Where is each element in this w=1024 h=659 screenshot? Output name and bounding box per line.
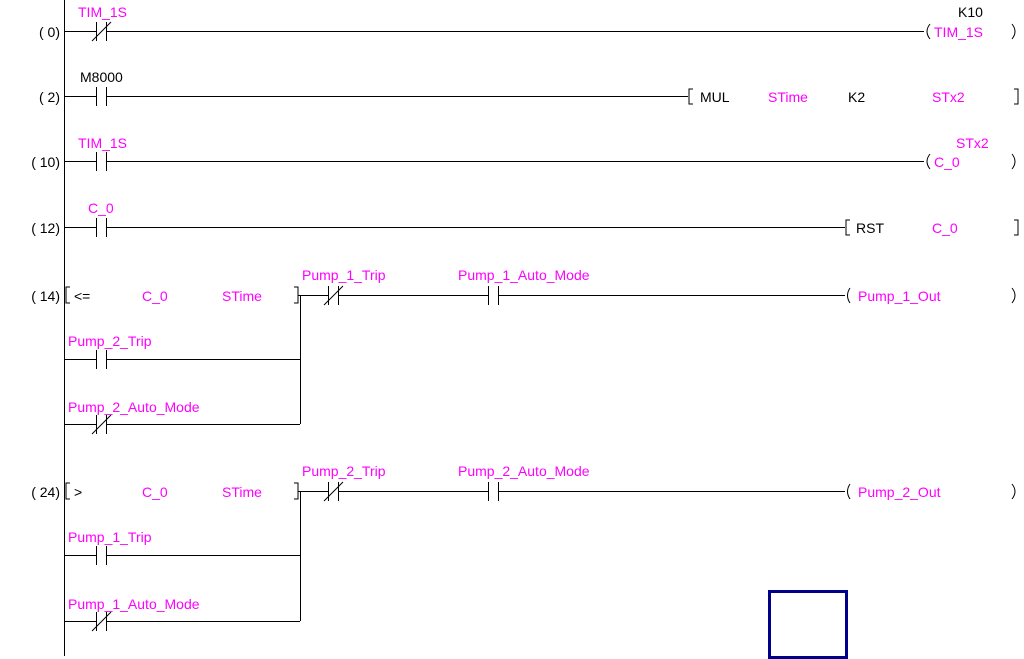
- coil-setting: K10: [958, 4, 983, 20]
- step-number: ( 2): [39, 89, 60, 105]
- contact-label: M8000: [80, 69, 123, 85]
- step-number: ( 12): [31, 220, 60, 236]
- branch-nc-contact-pump-1-auto-mode[interactable]: [64, 611, 300, 632]
- rung-12[interactable]: [64, 218, 1019, 237]
- contact-label: Pump_1_Trip: [302, 267, 386, 283]
- no-contact-c-0[interactable]: [96, 218, 107, 237]
- compare-op: <=: [74, 288, 91, 304]
- contact-label: TIM_1S: [78, 4, 128, 20]
- contact-label: TIM_1S: [78, 135, 128, 151]
- branch-nc-contact-pump-2-auto-mode[interactable]: [64, 414, 300, 435]
- compare-bracket-le[interactable]: [65, 286, 299, 304]
- nc-contact-pump-1-trip[interactable]: [323, 285, 344, 306]
- contact-label: Pump_2_Trip: [302, 463, 386, 479]
- instruction-operand: STx2: [932, 89, 965, 105]
- instruction-bracket-mul[interactable]: [688, 88, 1019, 105]
- instruction-operand: STime: [768, 89, 808, 105]
- step-number: ( 0): [39, 24, 60, 40]
- coil-label: TIM_1S: [934, 24, 984, 40]
- instruction-operand: K2: [848, 89, 866, 105]
- branch-no-contact-pump-2-trip[interactable]: [64, 350, 300, 369]
- instruction-op: MUL: [700, 89, 730, 105]
- rung-10[interactable]: [64, 152, 1016, 171]
- compare-operand: STime: [222, 288, 262, 304]
- no-contact-tim-1s[interactable]: [96, 152, 107, 171]
- branch-no-contact-pump-1-trip[interactable]: [64, 546, 300, 565]
- coil-c-0[interactable]: [926, 153, 1016, 170]
- step-number: ( 14): [31, 288, 60, 304]
- contact-label: C_0: [88, 200, 114, 216]
- coil-pump-2-out[interactable]: [847, 483, 1016, 500]
- coil-label: Pump_2_Out: [858, 484, 941, 500]
- rung-0[interactable]: [64, 21, 1016, 42]
- no-contact-pump-1-auto-mode[interactable]: [488, 286, 499, 305]
- compare-operand: C_0: [142, 288, 168, 304]
- nc-contact-pump-2-trip[interactable]: [323, 481, 344, 502]
- branch-contact-label: Pump_2_Auto_Mode: [68, 399, 200, 415]
- coil-label: C_0: [934, 154, 960, 170]
- compare-operand: STime: [222, 484, 262, 500]
- coil-tim-1s[interactable]: [926, 23, 1016, 40]
- coil-pump-1-out[interactable]: [847, 287, 1016, 304]
- coil-setting: STx2: [956, 135, 989, 151]
- compare-op: >: [74, 484, 83, 500]
- nc-contact-tim-1s[interactable]: [91, 21, 112, 42]
- step-number: ( 10): [31, 154, 60, 170]
- no-contact-pump-2-auto-mode[interactable]: [488, 482, 499, 501]
- rung-24[interactable]: [64, 481, 1016, 632]
- compare-operand: C_0: [142, 484, 168, 500]
- editor-cursor[interactable]: [768, 590, 848, 659]
- coil-label: Pump_1_Out: [858, 288, 941, 304]
- rung-2[interactable]: [64, 87, 1019, 106]
- contact-label: Pump_1_Auto_Mode: [458, 267, 590, 283]
- branch-contact-label: Pump_2_Trip: [68, 333, 152, 349]
- contact-label: Pump_2_Auto_Mode: [458, 463, 590, 479]
- step-number: ( 24): [31, 484, 60, 500]
- rung-14[interactable]: [64, 285, 1016, 435]
- instruction-op: RST: [856, 220, 884, 236]
- instruction-operand: C_0: [932, 220, 958, 236]
- branch-contact-label: Pump_1_Trip: [68, 529, 152, 545]
- no-contact-m8000[interactable]: [96, 87, 107, 106]
- branch-contact-label: Pump_1_Auto_Mode: [68, 596, 200, 612]
- compare-bracket-gt[interactable]: [65, 482, 299, 500]
- instruction-bracket-rst[interactable]: [845, 219, 1019, 236]
